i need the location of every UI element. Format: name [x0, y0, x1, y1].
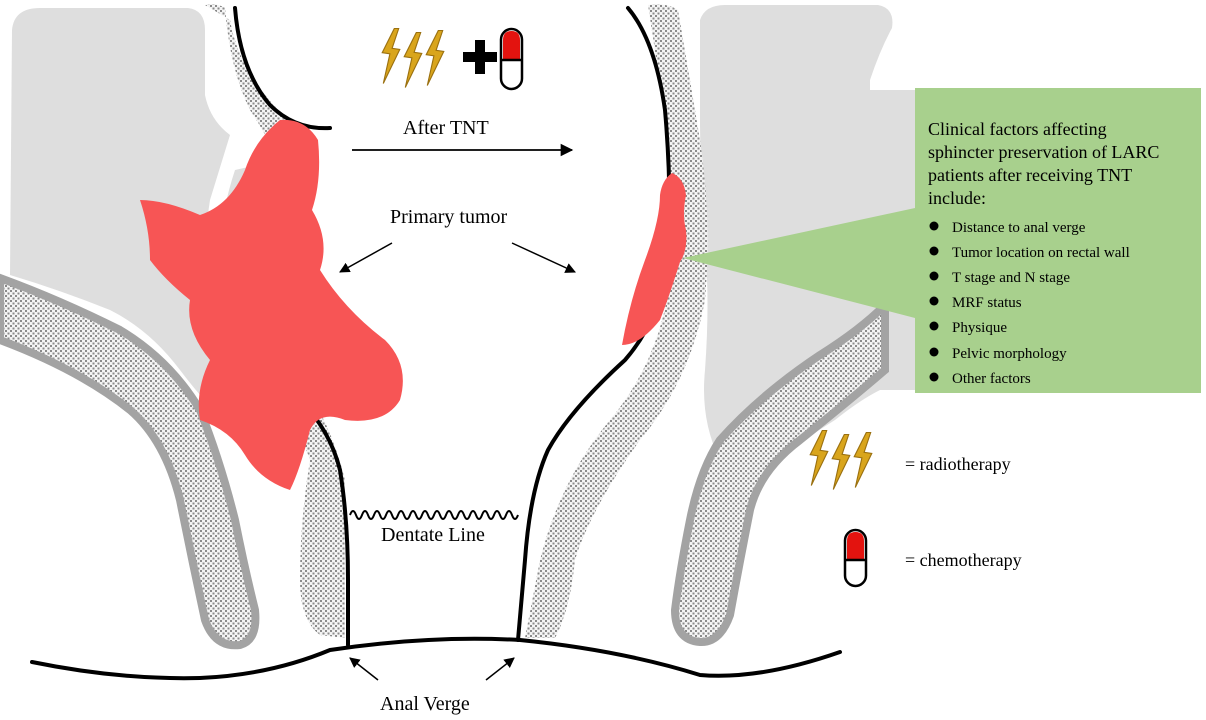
anal-verge-arrow-right — [485, 657, 515, 681]
left-rectal-wall-line — [233, 6, 350, 647]
plus-icon — [463, 40, 497, 74]
factor-item: Distance to anal verge — [952, 220, 1086, 236]
treatment-icons — [381, 27, 524, 91]
callout-pointer — [683, 208, 915, 318]
dentate-line-label: Dentate Line — [381, 524, 485, 546]
bullet-icon — [929, 321, 939, 331]
legend: = radiotherapy = chemotherapy — [809, 430, 1022, 588]
bullet-icon — [929, 221, 939, 231]
anal-verge-curve — [30, 636, 842, 681]
callout-title-line-1: Clinical factors affecting — [928, 119, 1107, 139]
after-tnt-label: After TNT — [403, 117, 489, 139]
factor-item: Tumor location on rectal wall — [952, 245, 1130, 261]
factor-item: Other factors — [952, 371, 1031, 387]
bullet-icon — [929, 246, 939, 256]
primary-tumor-arrow-right — [511, 242, 576, 273]
left-muscle-band — [0, 273, 260, 650]
right-dotted-wall — [525, 4, 708, 638]
legend-chemotherapy-label: = chemotherapy — [905, 550, 1022, 570]
bullet-icon — [929, 372, 939, 382]
callout-box — [915, 88, 1201, 393]
bullet-icon — [929, 271, 939, 281]
callout-text: Clinical factors affecting sphincter pre… — [928, 119, 1159, 387]
legend-radiotherapy-label: = radiotherapy — [905, 454, 1011, 474]
lightning-bolt-icon — [809, 430, 829, 486]
right-muscle-band — [670, 295, 889, 646]
lightning-bolt-icon — [831, 434, 851, 490]
factor-item: T stage and N stage — [952, 270, 1070, 286]
anal-verge-label: Anal Verge — [380, 693, 470, 715]
left-dotted-wall — [205, 4, 345, 638]
primary-tumor-large — [140, 119, 403, 490]
factor-item: MRF status — [952, 295, 1022, 311]
factor-item: Physique — [952, 320, 1007, 336]
capsule-icon — [843, 528, 868, 588]
lightning-bolt-icon — [425, 30, 445, 86]
anal-verge-arrow-left — [349, 657, 379, 681]
dentate-line — [349, 510, 519, 520]
callout-title-line-4: include: — [928, 188, 986, 208]
callout-title-line-2: sphincter preservation of LARC — [928, 142, 1159, 162]
dentate-label-bg — [378, 521, 502, 547]
factor-item: Pelvic morphology — [952, 346, 1067, 362]
residual-tumor-small — [622, 173, 687, 345]
lightning-bolt-icon — [403, 32, 423, 88]
lightning-bolt-icon — [853, 432, 873, 488]
primary-tumor-label: Primary tumor — [390, 206, 508, 228]
primary-tumor-arrow-left — [339, 242, 393, 273]
bullet-icon — [929, 296, 939, 306]
callout-title-line-3: patients after receiving TNT — [928, 165, 1132, 185]
bullet-icon — [929, 347, 939, 357]
lightning-bolt-icon — [381, 28, 401, 84]
capsule-icon — [499, 27, 524, 91]
